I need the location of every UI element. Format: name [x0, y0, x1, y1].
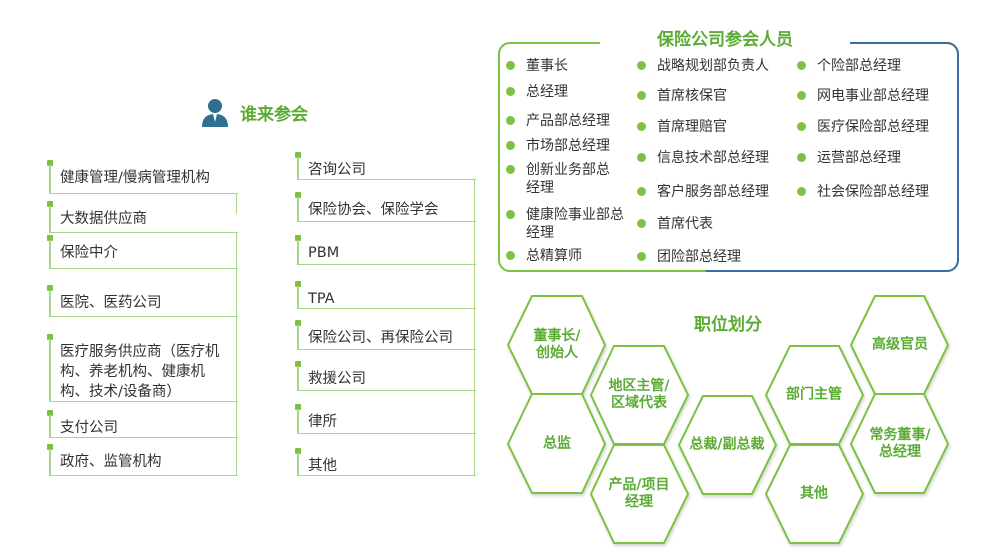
list-item: 保险中介: [47, 235, 238, 271]
hex-product: [589, 444, 690, 544]
hex-managing-director: [849, 393, 950, 494]
hex-label: 部门主管: [786, 386, 842, 403]
list-item-label: 政府、监管机构: [60, 454, 162, 470]
list-item-label: 大数据供应商: [60, 211, 147, 227]
list-item-label: 医院、医药公司: [60, 295, 162, 311]
hex-label: 董事长/创始人: [533, 328, 581, 361]
hex-other: [764, 444, 865, 544]
bullet-icon: [506, 141, 515, 150]
list-item-label: 健康管理/慢病管理机构: [60, 170, 210, 186]
list-item: 健康管理/慢病管理机构: [47, 160, 238, 196]
staff-title: 保险公司参会人员: [600, 28, 850, 52]
bullet-icon: [506, 165, 515, 174]
bullet-icon: [295, 361, 301, 367]
bullet-icon: [295, 281, 301, 287]
bullet-icon: [47, 334, 53, 340]
bullet-icon: [637, 219, 646, 228]
list-item-label: 保险协会、保险学会: [308, 202, 439, 218]
list-item: 大数据供应商: [47, 201, 238, 235]
bullet-icon: [506, 210, 515, 219]
bullet-icon: [797, 91, 806, 100]
bullet-icon: [797, 187, 806, 196]
bullet-icon: [506, 61, 515, 70]
bullet-icon: [295, 404, 301, 410]
who-attends-header: 谁来参会: [200, 95, 308, 129]
bullet-icon: [797, 122, 806, 131]
bullet-icon: [637, 91, 646, 100]
hex-label: 其他: [800, 485, 828, 502]
list-item: 其他: [295, 448, 476, 478]
list-item: PBM: [295, 235, 476, 267]
hex-label: 总监: [543, 435, 571, 452]
hex-label: 产品/项目经理: [608, 477, 670, 510]
hex-label: 高级官员: [872, 336, 928, 353]
bullet-icon: [506, 116, 515, 125]
bullet-icon: [47, 160, 53, 166]
bullet-icon: [295, 152, 301, 158]
person-icon: [202, 99, 228, 127]
who-attends-title: 谁来参会: [240, 104, 308, 125]
list-item: 支付公司: [47, 410, 238, 440]
bullet-icon: [47, 201, 53, 207]
bullet-icon: [637, 122, 646, 131]
list-item-label: 救援公司: [308, 371, 366, 387]
list-item-label: 其他: [308, 458, 337, 474]
hex-label: 总裁/副总裁: [689, 436, 765, 453]
list-item-label: TPA: [308, 291, 335, 307]
list-item: 律所: [295, 404, 476, 436]
list-item: 救援公司: [295, 361, 476, 393]
list-item: 保险公司、再保险公司: [295, 320, 476, 352]
list-item: TPA: [295, 281, 476, 311]
hex-president: [677, 395, 778, 495]
list-item-label: PBM: [308, 245, 340, 261]
list-item-label: 咨询公司: [308, 162, 366, 178]
hex-label: 常务董事/总经理: [869, 427, 931, 460]
list-item-label: 支付公司: [60, 420, 118, 436]
bullet-icon: [637, 187, 646, 196]
list-item: 政府、监管机构: [47, 444, 238, 478]
bullet-icon: [295, 448, 301, 454]
bullet-icon: [295, 235, 301, 241]
bullet-icon: [295, 192, 301, 198]
bullet-icon: [47, 285, 53, 291]
list-item-label: 医疗服务供应商（医疗机构、养老机构、健康机构、技术/设备商）: [60, 344, 220, 400]
list-item: 医疗服务供应商（医疗机构、养老机构、健康机构、技术/设备商）: [47, 334, 238, 404]
bullet-icon: [637, 252, 646, 261]
bullet-icon: [47, 444, 53, 450]
hex-label: 地区主管/区域代表: [608, 378, 670, 411]
bullet-icon: [637, 61, 646, 70]
list-item-label: 律所: [308, 414, 337, 430]
positions-title: 职位划分: [694, 315, 762, 335]
bullet-icon: [506, 251, 515, 260]
bullet-icon: [47, 235, 53, 241]
list-item: 保险协会、保险学会: [295, 192, 476, 224]
bullet-icon: [637, 153, 646, 162]
bullet-icon: [797, 153, 806, 162]
bullet-icon: [506, 87, 515, 96]
bullet-icon: [797, 61, 806, 70]
bullet-icon: [295, 320, 301, 326]
hex-director: [506, 393, 607, 494]
list-item: 医院、医药公司: [47, 285, 238, 319]
list-item: 咨询公司: [295, 152, 476, 182]
list-item-label: 保险中介: [60, 245, 118, 261]
bullet-icon: [47, 410, 53, 416]
list-item-label: 保险公司、再保险公司: [308, 330, 453, 346]
